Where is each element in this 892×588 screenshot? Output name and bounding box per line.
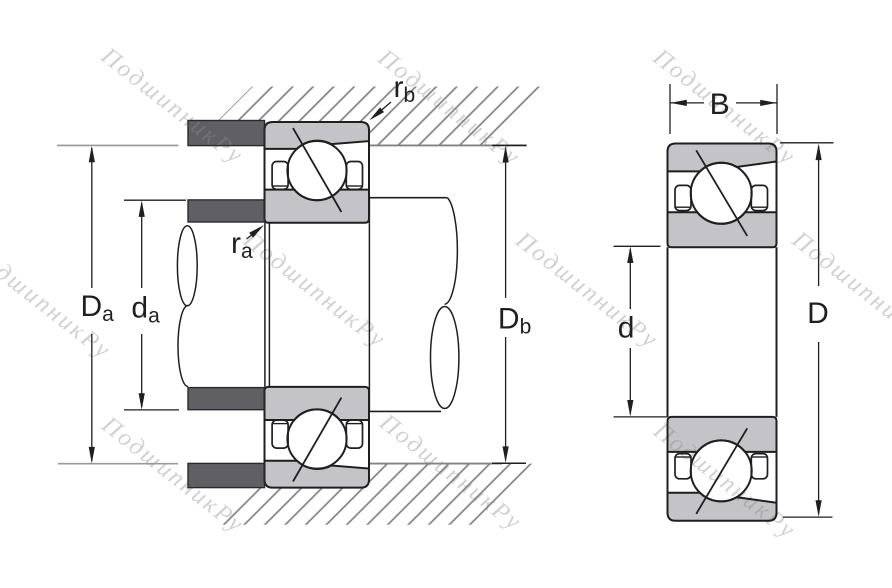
svg-text:B: B — [710, 88, 730, 121]
svg-text:d: d — [618, 312, 635, 345]
svg-text:da: da — [131, 292, 160, 328]
svg-text:Da: Da — [81, 290, 115, 326]
svg-text:D: D — [807, 297, 829, 330]
